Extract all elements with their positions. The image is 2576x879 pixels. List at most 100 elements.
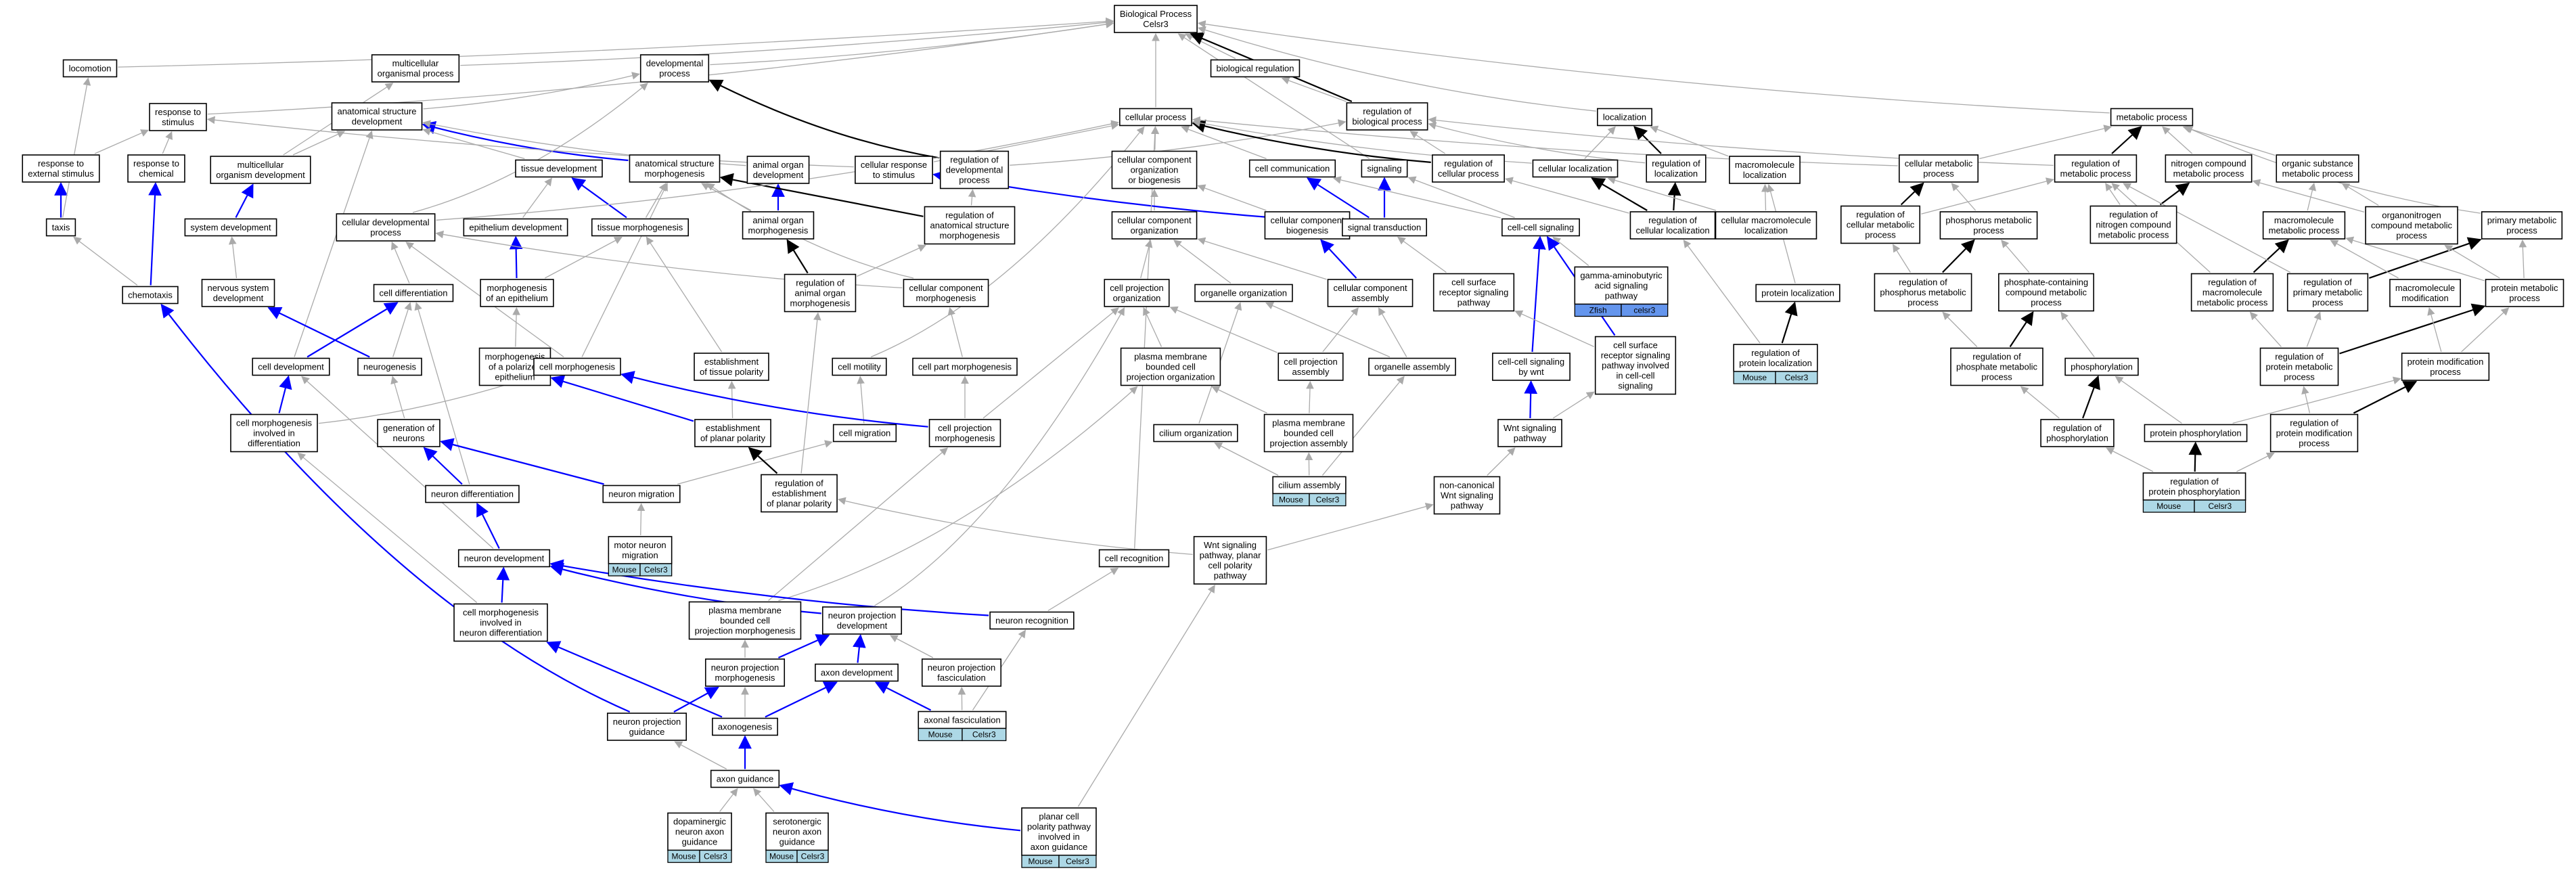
go-term-axon-guidance[interactable]: axon guidance xyxy=(710,769,780,788)
go-term-sig-trans[interactable]: signal transduction xyxy=(1341,218,1428,237)
go-term-axon-dev[interactable]: axon development xyxy=(815,663,899,682)
go-term-tissue-morph[interactable]: tissue morphogenesis xyxy=(591,218,690,237)
go-term-cell-motility[interactable]: cell motility xyxy=(832,357,887,376)
go-term-neuron-diff[interactable]: neuron differentiation xyxy=(425,484,520,503)
go-term-bio-reg[interactable]: biological regulation xyxy=(1210,59,1301,78)
go-term-cell-recog[interactable]: cell recognition xyxy=(1098,549,1170,568)
go-term-epith-dev[interactable]: epithelium development xyxy=(463,218,568,237)
go-term-signaling[interactable]: signaling xyxy=(1361,159,1408,178)
go-term-cell-loc[interactable]: cellular localization xyxy=(1532,159,1619,178)
go-term-neurogenesis[interactable]: neurogenesis xyxy=(357,357,422,376)
go-term-cell-part-morph[interactable]: cell part morphogenesis xyxy=(912,357,1018,376)
go-term-cell-morph[interactable]: cell morphogenesis xyxy=(533,357,621,376)
go-term-cilium-org[interactable]: cilium organization xyxy=(1153,424,1238,443)
go-term-neuron-dev[interactable]: neuron development xyxy=(457,549,551,568)
go-term-cell-comm[interactable]: cell communication xyxy=(1248,159,1336,178)
go-term-organelle-assembly[interactable]: organelle assembly xyxy=(1368,357,1456,376)
go-term-localization[interactable]: localization xyxy=(1597,108,1652,127)
go-term-protein-phos[interactable]: protein phosphorylation xyxy=(2144,424,2248,443)
go-term-sys-dev[interactable]: system development xyxy=(184,218,277,237)
go-term-neuron-recog[interactable]: neuron recognition xyxy=(989,611,1075,630)
go-term-protein-loc[interactable]: protein localization xyxy=(1755,284,1840,302)
go-term-cell-diff[interactable]: cell differentiation xyxy=(373,284,454,302)
go-term-cell-dev[interactable]: cell development xyxy=(252,357,330,376)
go-term-axonogenesis[interactable]: axonogenesis xyxy=(712,717,778,736)
go-term-chemotaxis[interactable]: chemotaxis xyxy=(122,286,179,305)
go-term-taxis[interactable]: taxis xyxy=(45,218,76,237)
go-term-metab[interactable]: metabolic process xyxy=(2110,108,2194,127)
go-term-cell-proc[interactable]: cellular process xyxy=(1119,108,1192,127)
go-term-loco[interactable]: locomotion xyxy=(62,59,118,78)
go-term-organelle-org[interactable]: organelle organization xyxy=(1194,284,1293,302)
